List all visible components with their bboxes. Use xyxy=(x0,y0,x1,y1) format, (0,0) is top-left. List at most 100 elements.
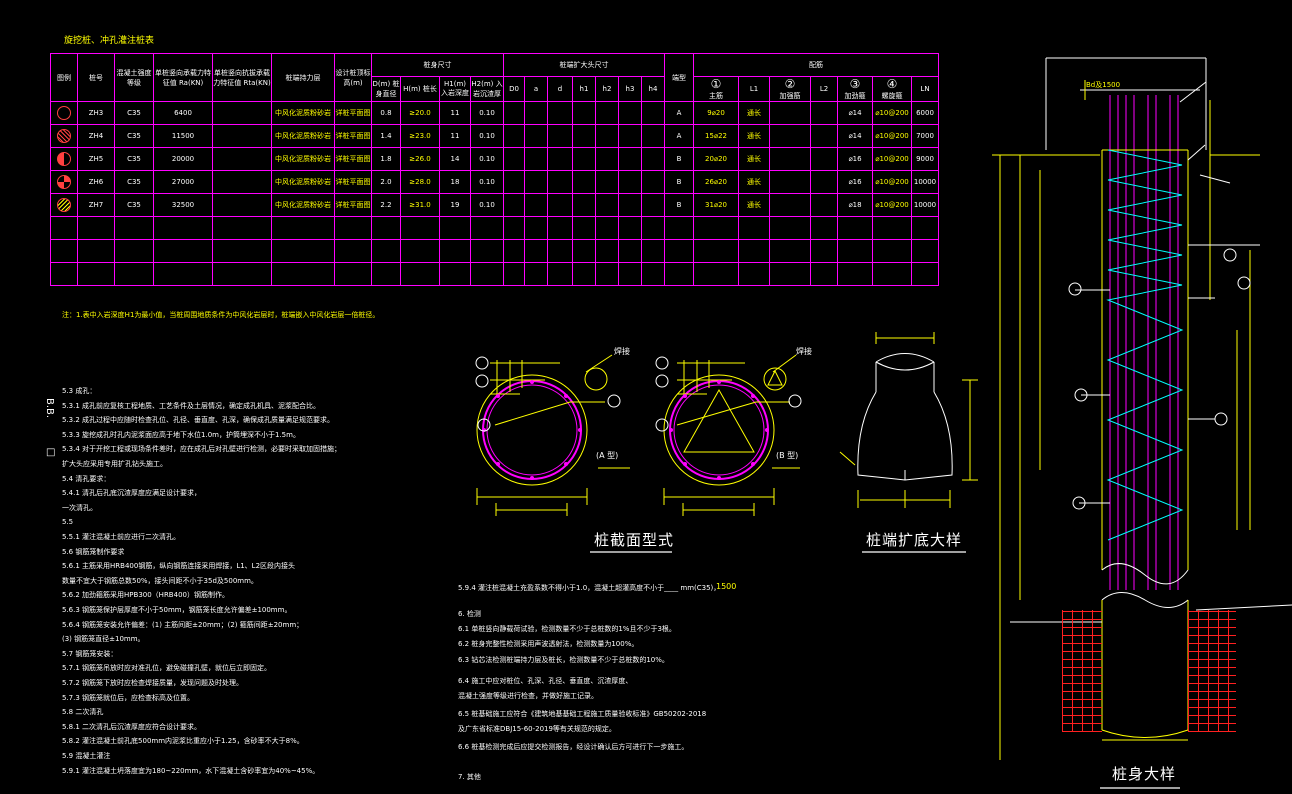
hdr-pile-no: 桩号 xyxy=(77,53,115,102)
table-row-empty xyxy=(50,262,939,286)
pile-top-label: Bd及1500 xyxy=(1086,81,1121,89)
table-row-empty xyxy=(50,239,939,263)
note-line: 5.5 xyxy=(62,518,74,527)
note-line: 5.3.4 对于开挖工程或现场条件差时，应在成孔后对孔壁进行检测，必要时采取加固… xyxy=(62,445,342,454)
table-cell-ra: 11500 xyxy=(153,124,213,148)
table-cell-h1: 11 xyxy=(439,124,471,148)
table-cell-c: C35 xyxy=(114,124,154,148)
table-cell-r3: ⌀14 xyxy=(837,101,873,125)
note-line: 5.8.2 灌注混凝土前孔底500mm内泥浆比重应小于1.25，含砂率不大于8%… xyxy=(62,737,304,746)
note-line: 5.9.1 灌注混凝土坍落度宜为180~220mm，水下混凝土含砂率宜为40%~… xyxy=(62,766,320,775)
table-cell-l1: 通长 xyxy=(738,101,770,125)
pile-symbol-icon xyxy=(57,152,71,166)
table-cell-hh3 xyxy=(618,193,642,217)
section-b-hoop-label: 焊接 xyxy=(796,347,812,356)
pile-body-title: 桩身大样 xyxy=(1112,765,1177,783)
note-line: 5.6.2 加劲箍筋采用HPB300（HRB400）钢筋制作。 xyxy=(62,591,229,600)
table-cell-layer: 中风化泥质粉砂岩 xyxy=(271,193,335,217)
table-cell-c: C35 xyxy=(114,193,154,217)
note-line: (3) 钢筋笼直径±10mm。 xyxy=(62,635,145,644)
table-cell-hh4 xyxy=(641,170,665,194)
section-a-hoop xyxy=(486,384,578,476)
pile-legend-icon xyxy=(50,124,78,148)
table-cell-top: 详桩平面图 xyxy=(334,193,372,217)
note-line: 6.4 施工中应对桩位、孔深、孔径、垂直度、沉渣厚度、 xyxy=(458,677,633,685)
table-cell-dd xyxy=(547,193,573,217)
table-cell-hh2 xyxy=(595,124,619,148)
table-cell-a xyxy=(524,170,548,194)
base-title: 桩端扩底大样 xyxy=(866,531,963,549)
table-cell-ra: 6400 xyxy=(153,101,213,125)
table-row-empty xyxy=(50,216,939,240)
pile-body-drawing xyxy=(992,57,1292,760)
section-a-label: (A 型) xyxy=(596,451,619,460)
section-title: 桩截面型式 xyxy=(594,531,675,549)
note-line: 6.6 桩基检测完成后应提交检测报告，经设计确认后方可进行下一步施工。 xyxy=(458,743,689,751)
hdr-d: D(m) 桩身直径 xyxy=(371,76,401,102)
pile-symbol-icon xyxy=(57,175,71,189)
note-line: 5.3.2 成孔过程中应随时检查孔位、孔径、垂直度、孔深，确保成孔质量满足规范要… xyxy=(62,416,335,425)
table-cell-r4: ⌀10@200 xyxy=(872,193,912,217)
section-a-drawing xyxy=(476,354,630,516)
table-cell-r2 xyxy=(769,101,811,125)
table-cell-hh2 xyxy=(595,193,619,217)
note-line: 6.1 单桩竖向静载荷试验，检测数量不少于总桩数的1%且不少于3根。 xyxy=(458,625,676,633)
table-cell-type: A xyxy=(664,101,694,125)
note-line: 扩大头应采用专用扩孔钻头施工。 xyxy=(62,460,167,468)
side-mark: B.B. xyxy=(44,398,55,419)
note-line: 5.6.4 钢筋笼安装允许偏差：(1) 主筋间距±20mm；(2) 箍筋间距±2… xyxy=(62,620,304,629)
hdr-bearing-layer: 桩端持力层 xyxy=(271,53,335,102)
table-cell-dd xyxy=(547,170,573,194)
note-line: 5.7.3 钢筋笼就位后，应检查标高及位置。 xyxy=(62,693,195,702)
hdr-design-top: 设计桩顶标高(m) xyxy=(334,53,372,102)
note-line: 5.8.1 二次清孔后沉渣厚度应符合设计要求。 xyxy=(62,722,202,731)
section-a-small-circle xyxy=(584,367,608,391)
hdr-h2: H2(m) 入岩沉渣厚 xyxy=(470,76,504,102)
note-line: 7. 其他 xyxy=(458,773,481,781)
hdr-hh3: h3 xyxy=(618,76,642,102)
note-line: 混凝土强度等级进行检查，并做好施工记录。 xyxy=(458,692,598,700)
table-cell-l1: 通长 xyxy=(738,170,770,194)
section-a-hoop-label: 焊接 xyxy=(614,347,630,356)
table-cell-ln: 7000 xyxy=(911,124,939,148)
table-cell-ra: 32500 xyxy=(153,193,213,217)
hdr-hh4: h4 xyxy=(641,76,665,102)
note-line: 5.3.3 旋挖成孔时孔内泥浆面应高于地下水位1.0m，护筒埋深不小于1.5m。 xyxy=(62,430,300,439)
note-line: 5.6 钢筋笼制作要求 xyxy=(62,547,125,556)
note-line: 5.4.1 清孔后孔底沉渣厚度应满足设计要求， xyxy=(62,489,202,498)
table-cell-h2: 0.10 xyxy=(470,101,504,125)
value-1500: 1500 xyxy=(716,582,737,591)
table-note: 注：1.表中入岩深度H1为最小值，当桩周围地质条件为中风化岩层时，桩端嵌入中风化… xyxy=(62,311,380,319)
pile-legend-icon xyxy=(50,170,78,194)
table-cell-r3: ⌀16 xyxy=(837,147,873,171)
note-line: 5.4 清孔要求： xyxy=(62,474,111,483)
section-underlines xyxy=(590,551,1180,789)
note-line: 数量不宜大于钢筋总数50%，接头间距不小于35d及500mm。 xyxy=(62,576,258,585)
table-cell-h: ≥23.0 xyxy=(400,124,440,148)
section-a-outer-circle xyxy=(476,374,588,486)
note-line: 5.9 混凝土灌注 xyxy=(62,752,111,760)
table-cell-d: 1.4 xyxy=(371,124,401,148)
side-mark-2: □ xyxy=(46,447,56,458)
table-cell-layer: 中风化泥质粉砂岩 xyxy=(271,101,335,125)
pile-table: 图例 桩号 混凝土强度等级 单桩竖向承载力特征值 Ra(KN) 单桩竖向抗拔承载… xyxy=(50,53,939,286)
brick-masonry-right xyxy=(1188,610,1236,732)
table-title: 旋挖桩、冲孔灌注桩表 xyxy=(64,36,155,46)
note-line: 5.3.1 成孔前应复核工程地质、工艺条件及土层情况，确定成孔机具、泥浆配合比。 xyxy=(62,401,321,410)
section-b-drawing xyxy=(663,354,800,516)
table-cell-c: C35 xyxy=(114,101,154,125)
base-enlargement-drawing xyxy=(839,332,978,508)
section-b-small-circle xyxy=(763,367,787,391)
pile-body-callouts xyxy=(1068,248,1251,510)
table-cell-no: ZH4 xyxy=(77,124,115,148)
table-cell-h2: 0.10 xyxy=(470,147,504,171)
section-b-outer-circle xyxy=(663,374,775,486)
table-cell-hh4 xyxy=(641,193,665,217)
table-cell-l2 xyxy=(810,193,838,217)
pile-symbol-icon xyxy=(57,198,71,212)
note-line: 5.9.4 灌注桩混凝土充盈系数不得小于1.0，混凝土超灌高度不小于____ m… xyxy=(458,584,721,592)
table-cell-type: A xyxy=(664,124,694,148)
